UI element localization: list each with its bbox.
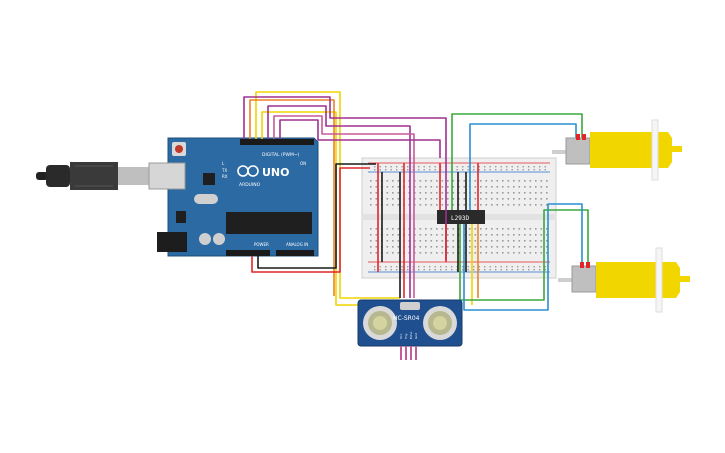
sensor-pin-vcc: Vcc [399,333,403,339]
arduino-logo [237,165,259,177]
power-jack [157,232,187,252]
sensor-pin-trig: Trig [404,334,408,340]
rx-label: RX [222,174,228,179]
analog-label: ANALOG IN [286,242,308,247]
dc-motor-1 [552,119,682,181]
wire-pink-1 [273,115,415,298]
power-label: POWER [254,242,269,247]
model-label: UNO [262,166,290,179]
wire-black-1 [257,163,376,269]
tx-label: TX [221,168,227,173]
wire-blue-2 [463,203,583,311]
analog-header [276,250,314,256]
sensor-pin-echo: Echo [409,332,413,339]
wire-green-1 [451,113,583,210]
atmega-chip [226,212,312,234]
wire-yellow-1 [255,91,400,299]
wire-red-1 [251,167,370,273]
digital-label: DIGITAL (PWM~) [262,152,300,158]
dc-motor-2 [558,247,690,313]
wire-purple-2 [267,105,411,298]
sensor-pin-gnd: Gnd [414,333,418,339]
power-header [226,250,270,256]
chip-label: L293D [451,215,469,222]
wire-yellow-2 [261,111,366,306]
digital-header [240,139,314,145]
wire-purple-3 [279,119,441,158]
on-label: ON [300,161,306,166]
sensor-transducer-left [363,306,397,340]
l293d-chip: L293D [437,210,485,224]
wire-blue-1 [469,123,577,210]
arduino-uno-board: UNO ARDUINO DIGITAL (PWM~) POWER ANALOG … [148,137,319,257]
usb-port [148,162,186,190]
wire-orange-1 [249,99,335,296]
ultrasonic-sensor: HC-SR04 Vcc Trig Echo Gnd [357,299,463,360]
wire-purple-1 [243,96,447,260]
wires [243,91,589,311]
usb-cable [36,162,150,190]
l-label: L [222,161,225,166]
sensor-transducer-right [423,306,457,340]
wire-green-2 [459,209,589,301]
brand-label: ARDUINO [239,182,261,188]
sensor-label: HC-SR04 [393,315,420,322]
